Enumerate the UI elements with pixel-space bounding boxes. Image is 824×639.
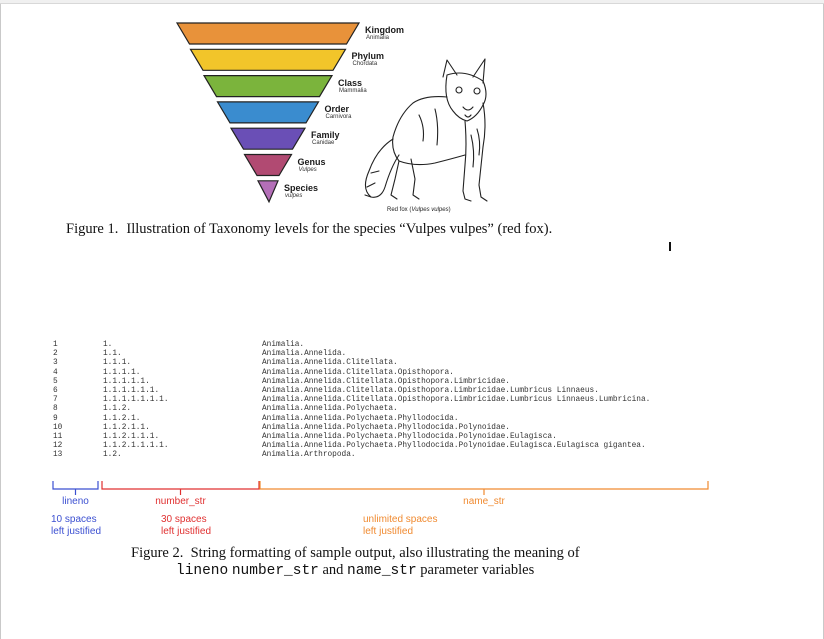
lineno-cell: 13 bbox=[53, 451, 63, 460]
bracket-justify-lineno: left justified bbox=[51, 526, 102, 537]
lineno-cell: 7 bbox=[53, 396, 58, 405]
caption-tail: parameter variables bbox=[420, 562, 535, 578]
figure-2-caption-line2: lineno number_str and name_str parameter… bbox=[131, 562, 580, 580]
taxonomy-rank-genus: Genus bbox=[297, 156, 326, 167]
name-str-cell: Animalia.Annelida.Polychaeta.Phyllodocid… bbox=[262, 423, 510, 432]
column-brackets bbox=[52, 481, 709, 495]
name-str-cell: Animalia.Annelida.Clitellata.Opisthopora… bbox=[262, 368, 454, 377]
taxonomy-tier-order bbox=[216, 101, 320, 124]
lineno-cell: 3 bbox=[53, 359, 58, 368]
number-str-cell: 1.2. bbox=[103, 451, 122, 460]
lineno-cell: 12 bbox=[53, 442, 63, 451]
figure-1-caption-text: Illustration of Taxonomy levels for the … bbox=[126, 221, 553, 237]
lineno-cell: 4 bbox=[53, 368, 58, 377]
fox-caption-species: Vulpes vulpes bbox=[411, 207, 449, 213]
taxonomy-name-class: Mammalia bbox=[339, 87, 367, 94]
number-str-cell: 1.1.2.1. bbox=[103, 414, 141, 423]
number-str-cell: 1. bbox=[103, 341, 113, 349]
taxonomy-name-kingdom: Animalia bbox=[366, 35, 390, 41]
taxonomy-name-phylum: Chordata bbox=[352, 61, 378, 68]
bracket-desc-lineno: 10 spaces bbox=[51, 514, 97, 525]
name-str-cell: Animalia.Arthropoda. bbox=[262, 451, 356, 460]
taxonomy-tier-kingdom bbox=[175, 22, 361, 45]
number-str-cell: 1.1.1.1.1. bbox=[103, 377, 150, 386]
taxonomy-tier-phylum bbox=[189, 48, 347, 71]
number-str-cell: 1.1.1.1.1.1. bbox=[103, 386, 160, 395]
taxonomy-tier-species bbox=[257, 180, 279, 204]
lineno-cell: 11 bbox=[53, 432, 63, 441]
bracket-label-lineno: lineno bbox=[62, 496, 89, 507]
name-str-cell: Animalia.Annelida.Clitellata.Opisthopora… bbox=[262, 386, 599, 395]
taxonomy-rank-kingdom: Kingdom bbox=[365, 25, 404, 35]
taxonomy-rank-family: Family bbox=[311, 130, 340, 141]
taxonomy-name-genus: Vulpes bbox=[298, 166, 317, 173]
caption-and: and bbox=[322, 562, 344, 578]
fox-caption-prefix: Red fox ( bbox=[387, 207, 412, 213]
bracket-label-number-str: number_str bbox=[155, 496, 206, 507]
name-str-cell: Animalia.Annelida.Clitellata. bbox=[262, 359, 398, 368]
text-cursor bbox=[669, 242, 671, 251]
lineno-cell: 10 bbox=[53, 423, 63, 432]
bracket-name-str bbox=[259, 481, 709, 495]
name-str-cell: Animalia.Annelida.Polychaeta.Phyllodocid… bbox=[262, 442, 646, 451]
name-str-cell: Animalia.Annelida.Polychaeta.Phyllodocid… bbox=[262, 414, 459, 423]
number-str-cell: 1.1.2. bbox=[103, 405, 132, 414]
bracket-number-str bbox=[101, 481, 260, 495]
lineno-cell: 6 bbox=[53, 386, 58, 395]
bracket-justify-number-str: left justified bbox=[161, 526, 212, 537]
bracket-desc-name-str: unlimited spaces bbox=[363, 514, 438, 525]
number-str-cell: 1.1.1.1.1.1.1. bbox=[103, 396, 169, 405]
figure-2-caption: Figure 2. String formatting of sample ou… bbox=[131, 545, 580, 580]
bracket-lineno bbox=[52, 481, 99, 495]
window-top-edge bbox=[0, 0, 824, 4]
taxonomy-rank-species: Species bbox=[284, 182, 319, 193]
taxonomy-tier-class bbox=[202, 74, 334, 98]
bracket-desc-number-str: 30 spaces bbox=[161, 514, 207, 525]
lineno-cell: 2 bbox=[53, 350, 58, 359]
number-str-cell: 1.1.2.1.1. bbox=[103, 423, 150, 432]
caption-var-number-str: number_str bbox=[231, 563, 319, 579]
lineno-cell: 9 bbox=[53, 414, 58, 423]
number-str-cell: 1.1.2.1.1.1. bbox=[103, 432, 160, 441]
number-str-cell: 1.1.1. bbox=[103, 359, 132, 368]
caption-var-lineno: lineno bbox=[176, 563, 229, 579]
fox-caption: Red fox (Vulpes vulpes) bbox=[387, 207, 451, 213]
name-str-cell: Animalia.Annelida.Polychaeta. bbox=[262, 405, 398, 414]
taxonomy-rank-order: Order bbox=[324, 103, 350, 114]
number-str-cell: 1.1. bbox=[103, 350, 122, 359]
number-str-cell: 1.1.1.1. bbox=[103, 368, 141, 377]
figure-1-number: Figure 1. bbox=[66, 221, 119, 237]
taxonomy-tier-genus bbox=[243, 153, 293, 177]
taxonomy-name-order: Carnivora bbox=[325, 113, 352, 120]
bracket-justify-name-str: left justified bbox=[363, 526, 414, 537]
lineno-cell: 8 bbox=[53, 405, 58, 414]
name-str-cell: Animalia. bbox=[262, 341, 305, 349]
name-str-cell: Animalia.Annelida.Clitellata.Opisthopora… bbox=[262, 396, 651, 405]
taxonomy-rank-class: Class bbox=[338, 77, 363, 88]
taxonomy-rank-phylum: Phylum bbox=[351, 51, 385, 62]
taxonomy-pyramid bbox=[175, 22, 361, 204]
figure-2-caption-line1: Figure 2. String formatting of sample ou… bbox=[131, 545, 580, 561]
taxonomy-tier-family bbox=[229, 127, 307, 150]
red-fox-illustration bbox=[364, 58, 488, 202]
lineno-cell: 5 bbox=[53, 377, 58, 386]
taxonomy-name-family: Canidae bbox=[312, 140, 335, 147]
number-str-cell: 1.1.2.1.1.1.1. bbox=[103, 442, 169, 451]
bracket-label-name-str: name_str bbox=[463, 496, 505, 507]
figure-1-caption: Figure 1. Illustration of Taxonomy levels… bbox=[66, 221, 552, 238]
name-str-cell: Animalia.Annelida.Clitellata.Opisthopora… bbox=[262, 377, 510, 386]
caption-var-name-str: name_str bbox=[347, 563, 417, 579]
name-str-cell: Animalia.Annelida. bbox=[262, 350, 347, 359]
fox-caption-suffix: ) bbox=[448, 207, 451, 213]
name-str-cell: Animalia.Annelida.Polychaeta.Phyllodocid… bbox=[262, 432, 557, 441]
lineno-cell: 1 bbox=[53, 341, 58, 349]
taxonomy-name-species: vulpes bbox=[285, 192, 303, 199]
